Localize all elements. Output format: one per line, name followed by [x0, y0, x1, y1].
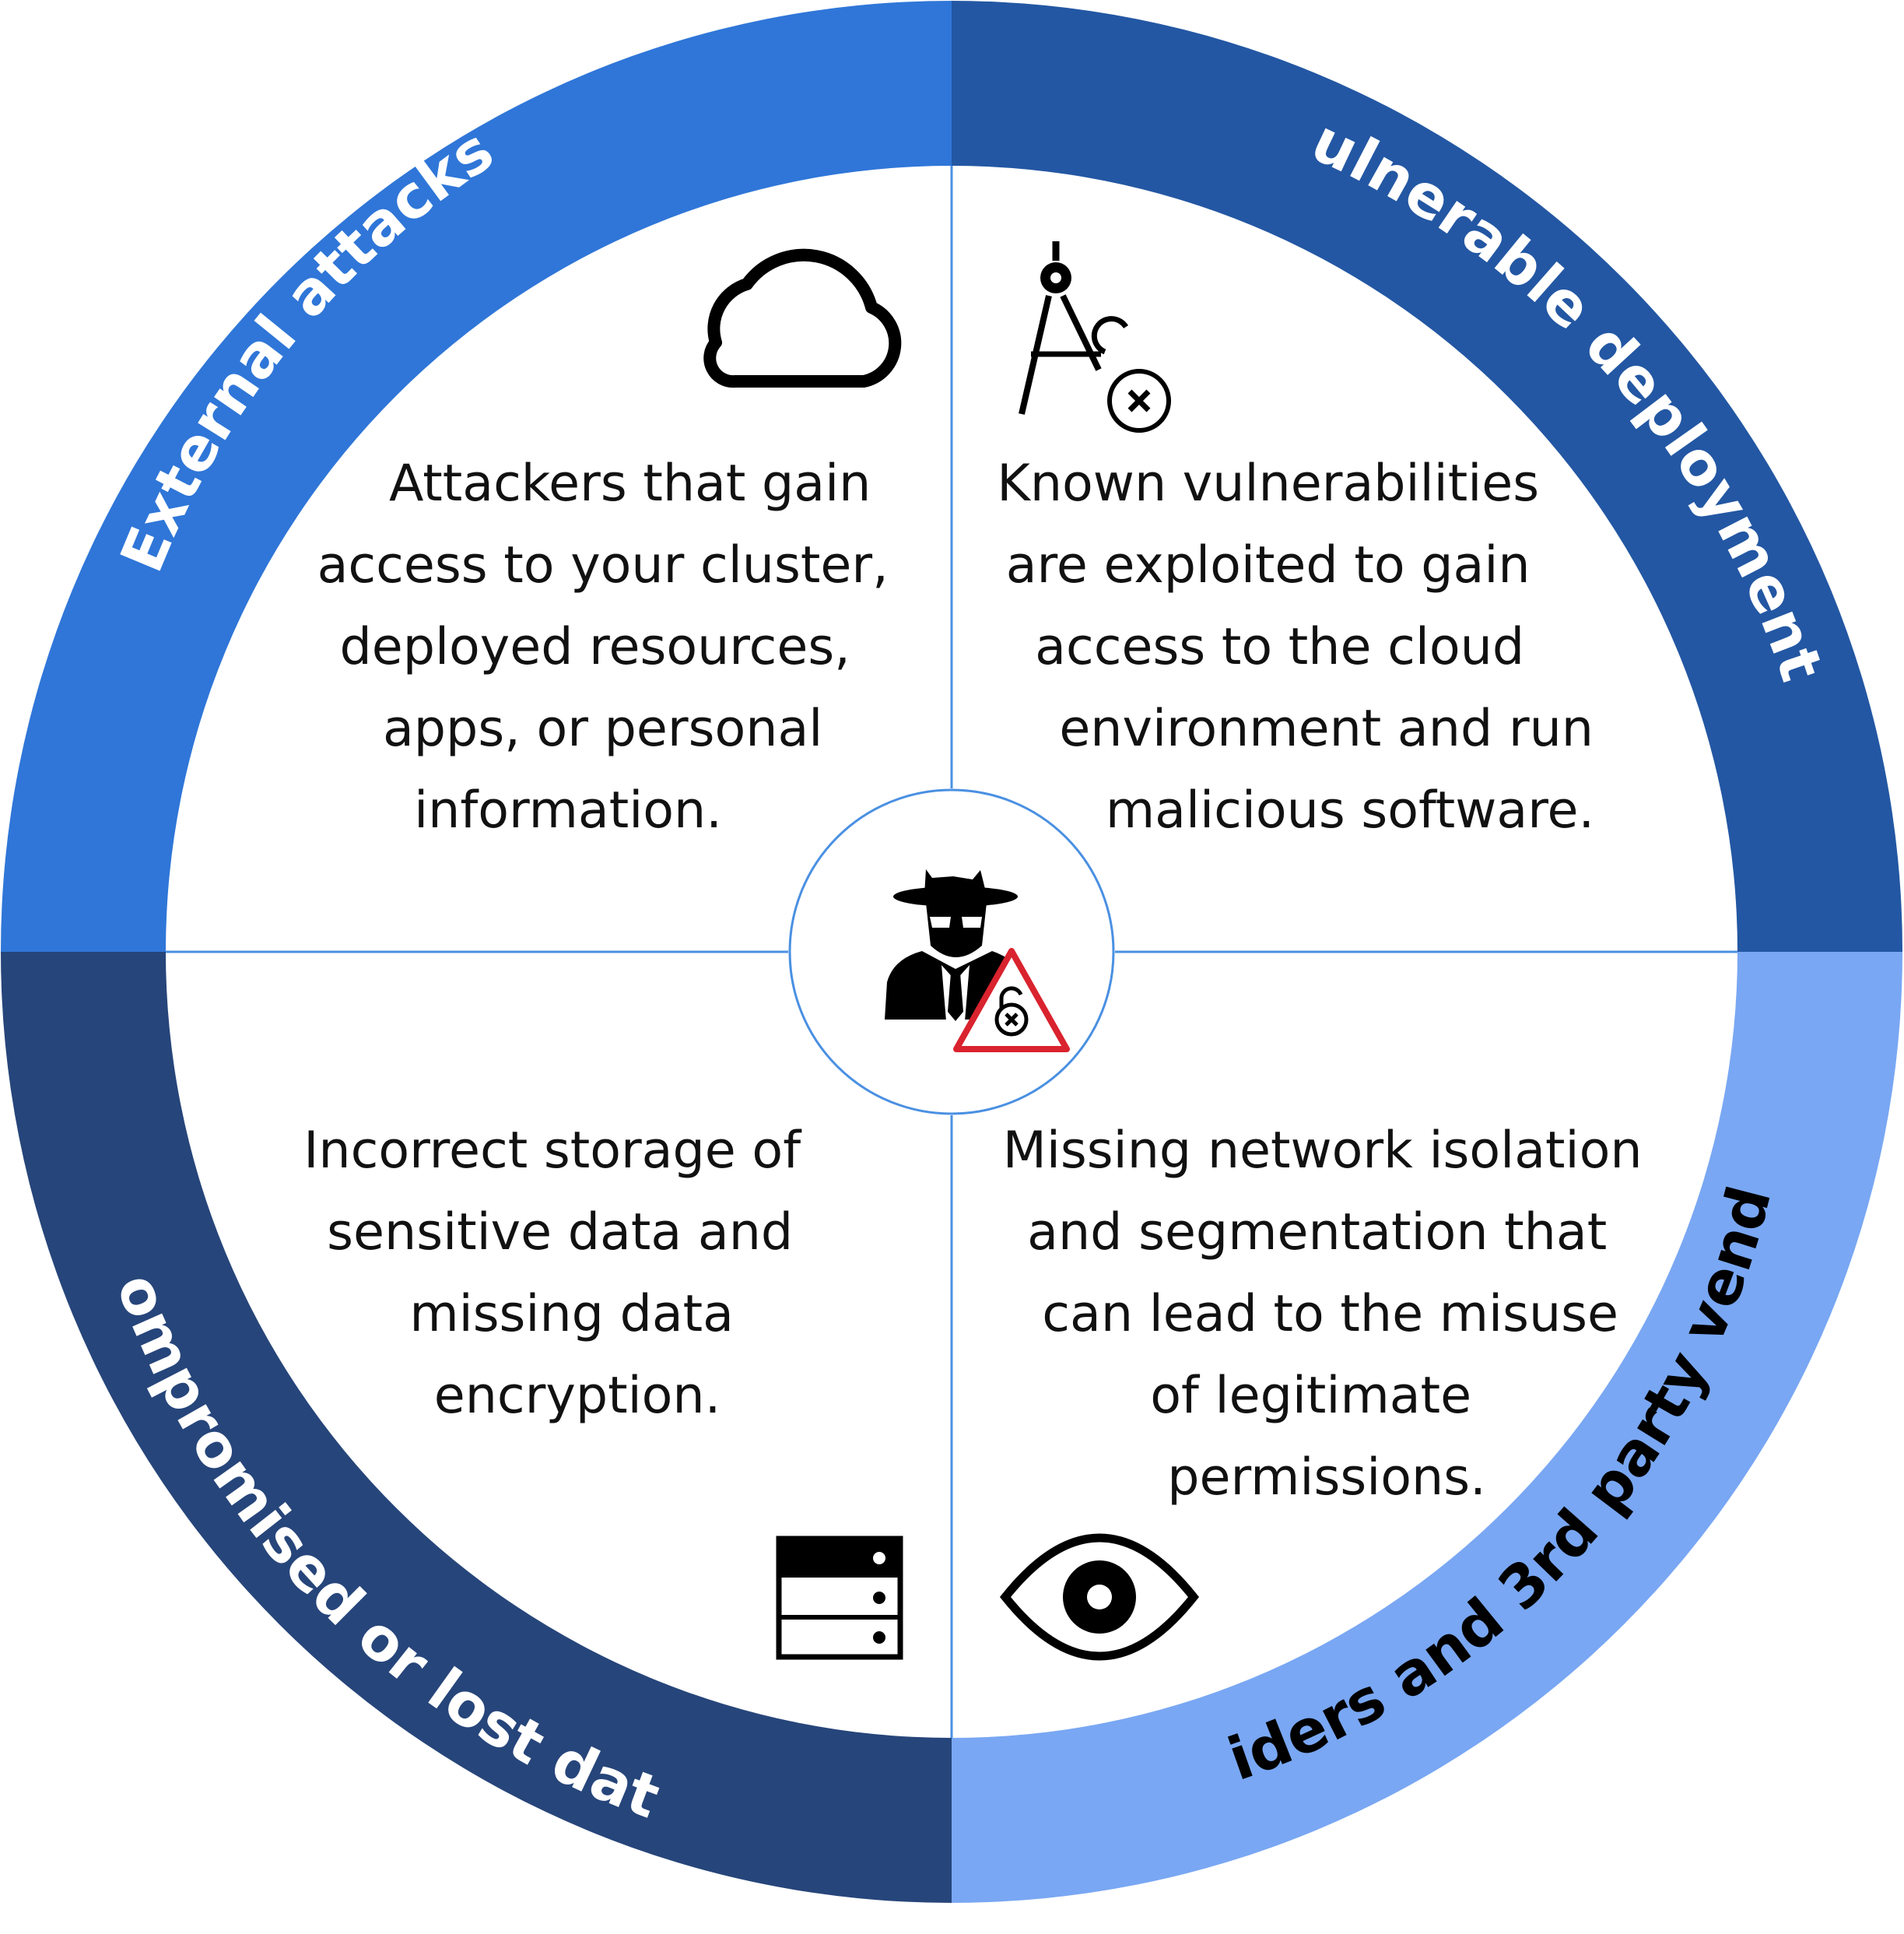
eye-icon — [999, 1533, 1200, 1661]
quadrant-text-vulnerable: Known vulnerabilities are exploited to g… — [997, 455, 1609, 840]
compass-vulnerability-icon — [1019, 241, 1171, 433]
cloud-icon — [703, 248, 902, 388]
spy-warning-icon — [885, 869, 1070, 1052]
server-storage-icon — [776, 1536, 903, 1660]
quadrant-text-external: Attackers that gain access to your clust… — [317, 455, 905, 840]
quadrant-text-compromised: Incorrect storage of sensitive data and … — [303, 1121, 817, 1425]
quadrant-text-insiders: Missing network isolation and segmentati… — [1003, 1121, 1658, 1507]
